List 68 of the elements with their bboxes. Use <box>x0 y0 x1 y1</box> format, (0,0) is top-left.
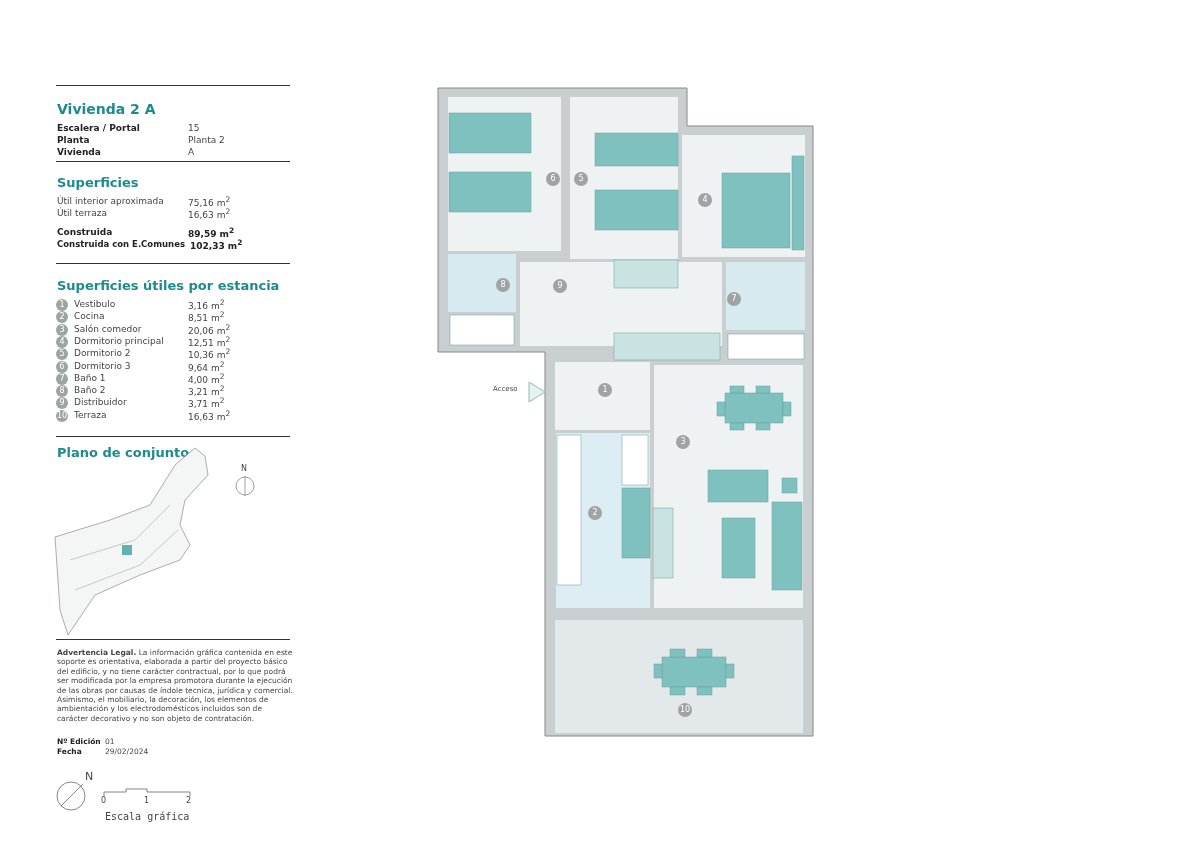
section-heading: Plano de conjunto <box>57 446 190 461</box>
bathroom-area <box>448 254 516 312</box>
scale-tick-label: 0 <box>101 797 107 806</box>
room-number-marker: 8 <box>496 278 510 292</box>
room-name: Vestibulo <box>74 300 116 310</box>
field-value: A <box>188 148 195 158</box>
room-number-marker: 9 <box>56 397 68 410</box>
room-area: 8,51 m$^{2}$ <box>188 311 225 325</box>
room-area: 9,64 m$^{2}$ <box>188 360 225 374</box>
room-number-marker: 7 <box>56 372 68 385</box>
area-label: Construida <box>57 228 113 238</box>
field-label: Escalera / Portal <box>57 124 140 134</box>
room-number-marker: 6 <box>56 360 68 373</box>
room-number-marker: 9 <box>553 279 567 293</box>
area-value: 102,33 m$^{2}$ <box>190 239 243 252</box>
room-area: 16,63 m$^{2}$ <box>188 409 231 423</box>
area-label: Construida con E.Comunes <box>57 240 185 250</box>
room-number-marker: 3 <box>676 435 690 449</box>
bathroom-area <box>726 262 805 330</box>
north-label: N <box>85 771 94 784</box>
area-label: Útil terraza <box>57 209 108 219</box>
area-value: 75,16 m$^{2}$ <box>188 196 231 208</box>
room-number-marker: 10 <box>56 409 68 422</box>
area-value: 16,63 m$^{2}$ <box>188 208 231 221</box>
room-area: 10,36 m$^{2}$ <box>188 348 231 362</box>
room-name: Salón comedor <box>74 324 142 335</box>
room-number-marker: 2 <box>588 506 602 520</box>
room-area: 3,71 m$^{2}$ <box>188 397 225 411</box>
room-name: Dormitorio 3 <box>74 361 131 372</box>
room-name: Distribuidor <box>74 398 127 409</box>
room-name: Cocina <box>74 312 105 323</box>
terrace-area <box>555 620 803 733</box>
room-name: Baño 1 <box>74 373 106 384</box>
field-label: Vivienda <box>57 148 101 158</box>
section-heading: Superficies <box>57 176 139 191</box>
room-number-marker: 4 <box>56 335 68 348</box>
room-area: 20,06 m$^{2}$ <box>188 323 231 337</box>
room-number-marker: 6 <box>546 172 560 186</box>
room-number-marker: 5 <box>574 172 588 186</box>
room-number-marker: 3 <box>56 323 68 336</box>
room-number-marker: 2 <box>56 311 68 324</box>
room-number-marker: 1 <box>598 383 612 397</box>
room-number-marker: 7 <box>727 292 741 306</box>
title: Vivienda 2 A <box>57 102 156 118</box>
field-value: Planta 2 <box>188 136 225 146</box>
room-name: Baño 2 <box>74 386 106 396</box>
room-area: 3,21 m$^{2}$ <box>188 385 225 398</box>
section-heading: Superficies útiles por estancia <box>57 279 280 294</box>
room-number-marker: 10 <box>678 703 692 717</box>
room-number-marker: 4 <box>698 193 712 207</box>
room-area: 3,16 m$^{2}$ <box>188 299 225 312</box>
scale-tick-label: 1 <box>144 797 150 806</box>
room-number-marker: 5 <box>56 348 68 361</box>
north-label: N <box>241 465 247 474</box>
room-number-marker: 1 <box>56 299 68 311</box>
area-label: Útil interior aproximada <box>57 197 164 207</box>
room-name: Dormitorio 2 <box>74 349 131 360</box>
room-area: 12,51 m$^{2}$ <box>188 335 231 349</box>
room-name: Dormitorio principal <box>74 336 164 347</box>
scale-caption: Escala gráfica <box>105 811 190 822</box>
field-value: 15 <box>188 124 200 134</box>
area-value: 89,59 m$^{2}$ <box>188 227 235 240</box>
room-name: Terraza <box>74 410 107 421</box>
field-label: Planta <box>57 136 90 146</box>
room-area: 4,00 m$^{2}$ <box>188 372 225 386</box>
entrance-hall-area <box>555 362 650 430</box>
room-number-marker: 8 <box>56 385 68 398</box>
scale-tick-label: 2 <box>186 797 192 806</box>
